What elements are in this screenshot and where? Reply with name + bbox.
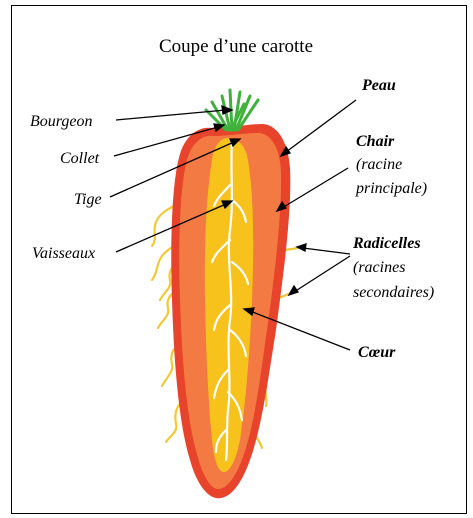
label-bourgeon: Bourgeon bbox=[30, 113, 93, 130]
label-chair-sub2: principale) bbox=[355, 180, 427, 197]
arrow-radicelles-1 bbox=[297, 244, 350, 254]
label-peau: Peau bbox=[361, 77, 396, 94]
label-collet: Collet bbox=[60, 150, 100, 167]
diagram-title: Coupe d’une carotte bbox=[159, 36, 313, 57]
arrow-radicelles-2 bbox=[289, 256, 350, 295]
label-tige: Tige bbox=[74, 191, 102, 208]
label-radicelles: Radicelles bbox=[352, 235, 421, 252]
label-radicelles-sub1: (racines bbox=[353, 259, 405, 276]
arrow-peau bbox=[281, 100, 356, 156]
label-coeur: Cœur bbox=[358, 344, 396, 361]
label-chair: Chair bbox=[356, 133, 395, 150]
label-radicelles-sub2: secondaires) bbox=[353, 284, 434, 301]
label-vaisseaux: Vaisseaux bbox=[32, 245, 95, 262]
label-chair-sub1: (racine bbox=[356, 156, 402, 173]
